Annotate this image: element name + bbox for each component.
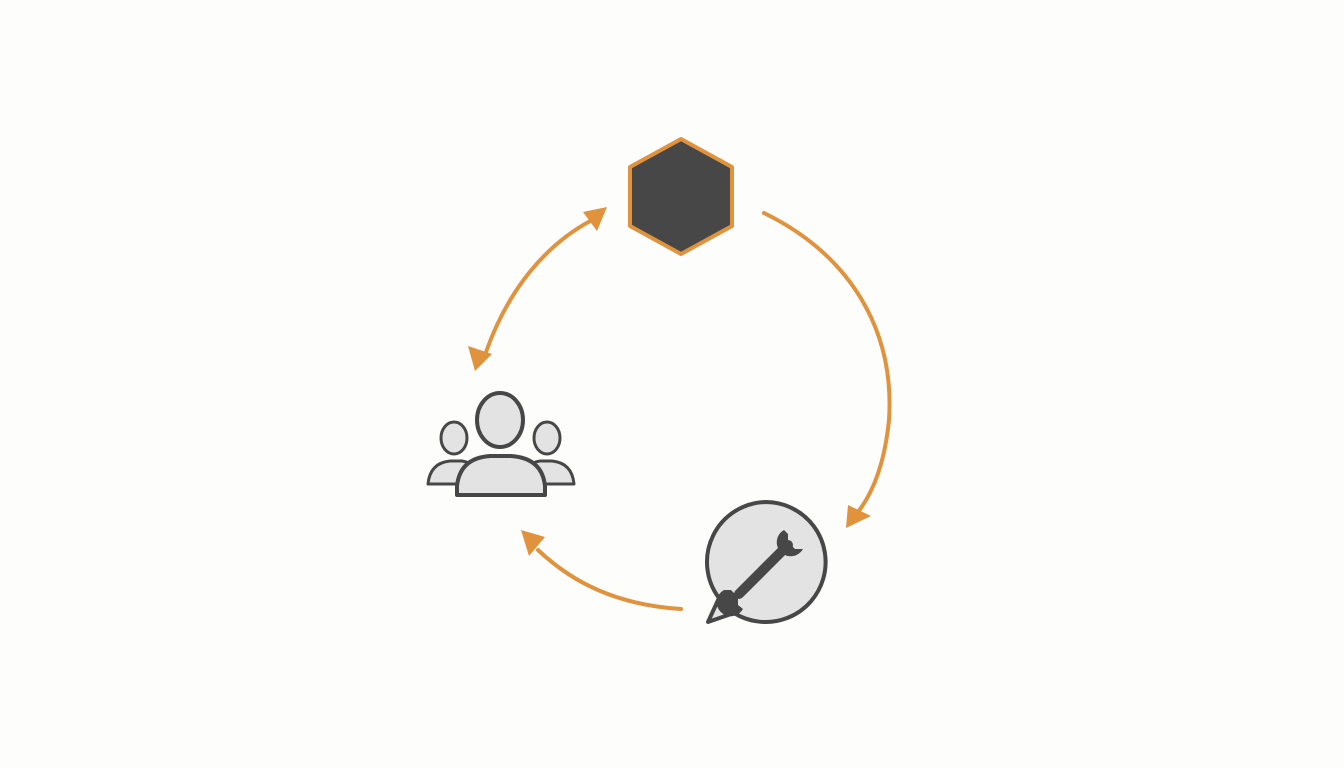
arrowhead-users-left	[468, 346, 492, 371]
arrowhead-support	[846, 505, 871, 528]
wrench-speech-bubble-icon	[705, 500, 828, 624]
hexagon-icon	[628, 137, 734, 256]
arrowhead-product	[583, 207, 607, 231]
arrow-product-to-support	[762, 211, 892, 514]
arrow-support-to-users	[536, 548, 683, 611]
user-group-icon	[426, 391, 576, 497]
arrow-users-product	[484, 218, 594, 354]
wrench-icon	[716, 530, 803, 617]
arrowhead-users-bottom	[521, 530, 545, 556]
